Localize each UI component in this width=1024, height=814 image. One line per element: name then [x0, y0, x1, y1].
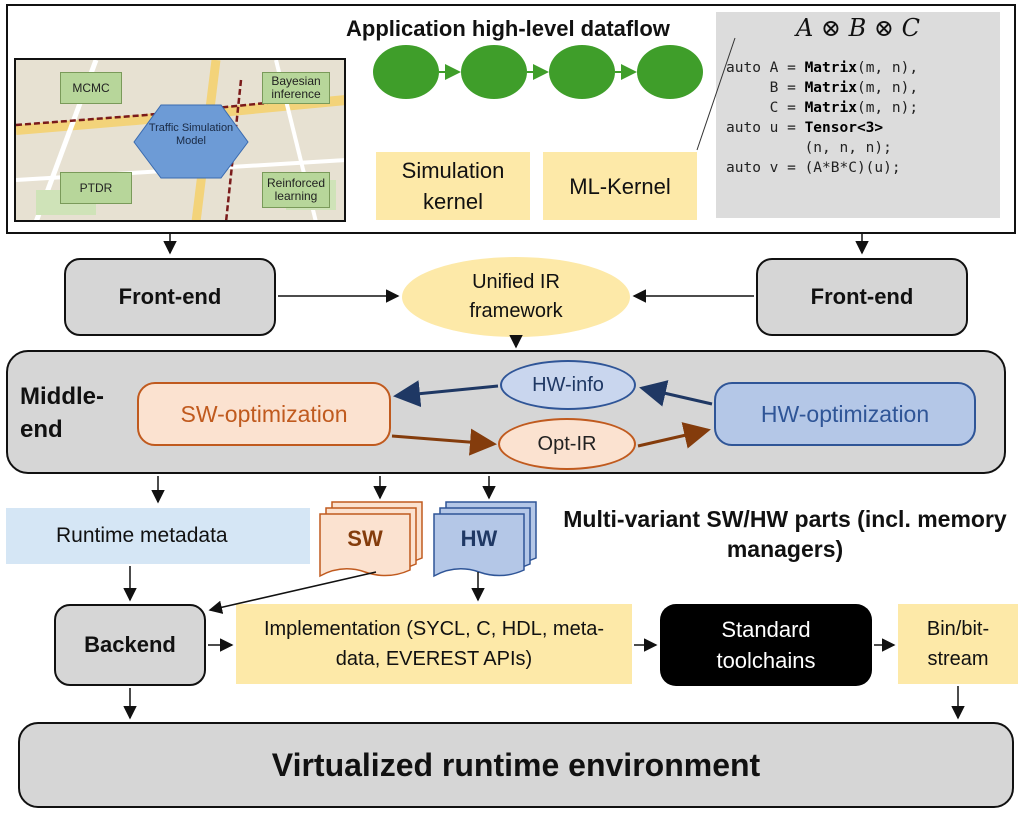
unified-ir-label: Unified IR framework: [469, 271, 563, 322]
code-line: (n, n, n);: [726, 140, 892, 156]
dataflow-node-1: [373, 45, 439, 99]
opt-ir-node: Opt-IR: [498, 418, 636, 470]
map-label-mcmc: MCMC: [60, 72, 122, 104]
sw-doc-label: SW: [347, 526, 383, 551]
code-line: C = Matrix(m, n);: [726, 100, 919, 116]
code-line: auto v = (A*B*C)(u);: [726, 160, 901, 176]
unified-ir-framework: Unified IR framework: [402, 257, 630, 337]
map-label-model: Traffic Simulation Model: [148, 122, 234, 147]
dataflow-heading: Application high-level dataflow: [346, 16, 670, 41]
code-line: auto u = Tensor<3>: [726, 120, 884, 136]
standard-toolchains-box: Standard toolchains: [660, 604, 872, 686]
middle-end-label: Middle-end: [20, 383, 104, 443]
dataflow-node-2: [461, 45, 527, 99]
hw-doc-label: HW: [460, 526, 498, 551]
runtime-metadata-box: Runtime metadata: [6, 508, 310, 564]
virtualized-runtime-environment: Virtualized runtime environment: [18, 722, 1014, 808]
bin-bitstream-note: Bin/bit-stream: [898, 604, 1018, 684]
code-line: auto A = Matrix(m, n),: [726, 60, 919, 76]
dataflow-node-4: [637, 45, 703, 99]
ml-kernel-note: ML-Kernel: [543, 152, 697, 220]
traffic-map-image: MCMC Bayesian inference PTDR Reinforced …: [14, 58, 346, 222]
backend-box: Backend: [54, 604, 206, 686]
simulation-kernel-note: Simulation kernel: [376, 152, 530, 220]
frontend-left: Front-end: [64, 258, 276, 336]
implementation-note: Implementation (SYCL, C, HDL, meta-data,…: [236, 604, 632, 684]
tensor-formula: A ⊗ B ⊗ C: [795, 14, 921, 42]
frontend-right: Front-end: [756, 258, 968, 336]
code-snippet: auto A = Matrix(m, n), B = Matrix(m, n),…: [716, 12, 1000, 218]
sw-optimization-box: SW-optimization: [137, 382, 391, 446]
multi-variant-caption: Multi-variant SW/HW parts (incl. memory …: [563, 506, 1007, 562]
code-line: B = Matrix(m, n),: [726, 80, 919, 96]
hw-info-node: HW-info: [500, 360, 636, 410]
map-label-reinforced: Reinforced learning: [262, 172, 330, 208]
hw-optimization-box: HW-optimization: [714, 382, 976, 446]
dataflow-node-3: [549, 45, 615, 99]
map-label-ptdr: PTDR: [60, 172, 132, 204]
map-label-bayesian: Bayesian inference: [262, 72, 330, 104]
